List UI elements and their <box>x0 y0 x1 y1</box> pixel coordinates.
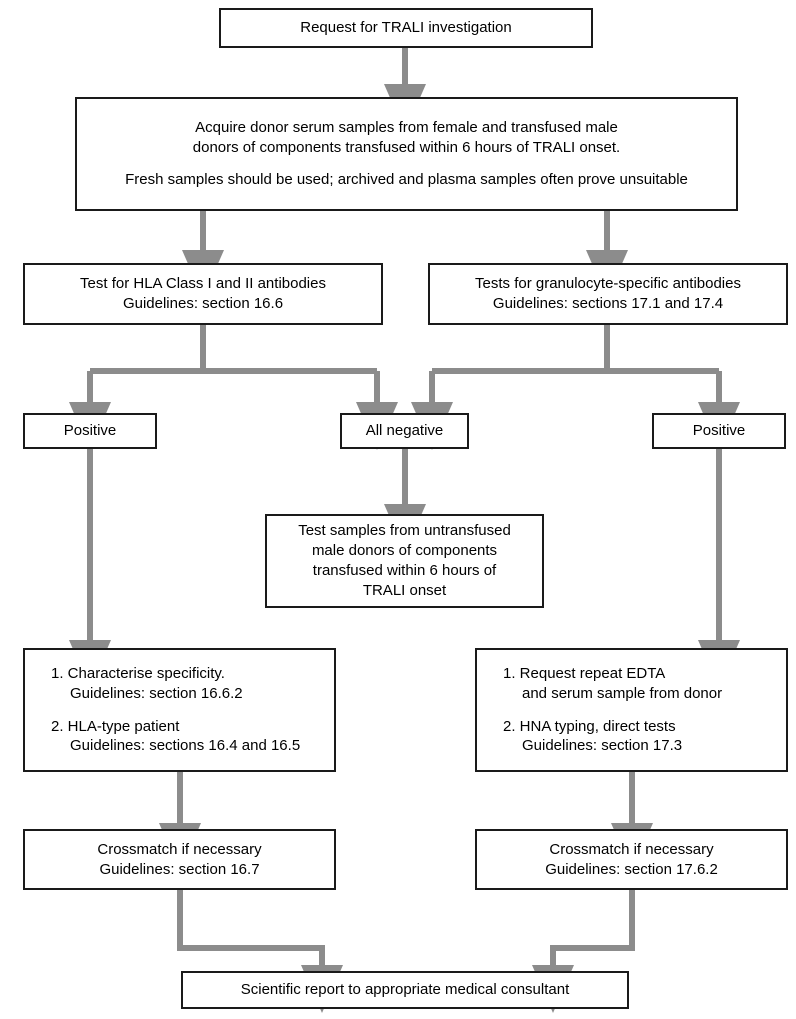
node-granulocyte-actions-item1-sub: and serum sample from donor <box>522 684 723 702</box>
node-report-label: Scientific report to appropriate medical… <box>240 981 570 999</box>
node-granulocyte-actions-item1-text: 1. Request repeat EDTA <box>503 664 666 682</box>
node-all-negative[interactable]: All negative <box>340 413 469 449</box>
node-request-for-trali-investigation[interactable]: Request for TRALI investigation <box>219 8 593 48</box>
node-granulocyte-actions-item2-text: 2. HNA typing, direct tests <box>503 717 676 735</box>
node-crossmatch-left-line1: Crossmatch if necessary <box>97 840 262 858</box>
node-crossmatch-right-line1: Crossmatch if necessary <box>549 840 714 858</box>
node-granulocyte-test-line1: Tests for granulocyte-specific antibodie… <box>475 275 741 293</box>
node-request-line1: Request for TRALI investigation <box>300 19 512 37</box>
node-hla-actions-item2-text: 2. HLA-type patient <box>51 717 180 735</box>
node-granulocyte-actions-item2: 2. HNA typing, direct tests Guidelines: … <box>503 717 682 757</box>
node-hla-test-line2: Guidelines: section 16.6 <box>122 295 284 312</box>
connector-crossmatch-right-to-report <box>532 890 635 1013</box>
node-hla-actions-item1-text: 1. Characterise specificity. <box>51 664 225 682</box>
node-hla-actions-item2-sub: Guidelines: sections 16.4 and 16.5 <box>70 737 301 755</box>
node-granulocyte-actions-item1: 1. Request repeat EDTA and serum sample … <box>503 664 722 704</box>
node-hla-actions[interactable]: 1. Characterise specificity. Guidelines:… <box>23 648 336 772</box>
node-test-samples-untransfused-male-donors[interactable]: Test samples from untransfused male dono… <box>265 514 544 608</box>
node-tests-granulocyte-specific-antibodies[interactable]: Tests for granulocyte-specific antibodie… <box>428 263 788 325</box>
node-acquire-line3: Fresh samples should be used; archived a… <box>125 171 688 189</box>
node-untransfused-line3: transfused within 6 hours of <box>312 562 497 579</box>
node-acquire-line2: donors of components transfused within 6… <box>192 138 621 156</box>
node-scientific-report[interactable]: Scientific report to appropriate medical… <box>181 971 629 1009</box>
node-untransfused-line4: TRALI onset <box>362 581 447 599</box>
node-test-hla-class-i-and-ii-antibodies[interactable]: Test for HLA Class I and II antibodies G… <box>23 263 383 325</box>
node-positive-left[interactable]: Positive <box>23 413 157 449</box>
node-all-negative-label: All negative <box>365 422 444 440</box>
node-positive-left-label: Positive <box>63 422 117 440</box>
node-hla-actions-item2: 2. HLA-type patient Guidelines: sections… <box>51 717 300 757</box>
node-granulocyte-actions[interactable]: 1. Request repeat EDTA and serum sample … <box>475 648 788 772</box>
node-acquire-donor-serum-samples[interactable]: Acquire donor serum samples from female … <box>75 97 738 211</box>
node-positive-right[interactable]: Positive <box>652 413 786 449</box>
node-hla-test-line1: Test for HLA Class I and II antibodies <box>80 275 326 293</box>
node-crossmatch-right[interactable]: Crossmatch if necessary Guidelines: sect… <box>475 829 788 890</box>
node-untransfused-line2: male donors of components <box>311 542 498 560</box>
node-crossmatch-right-line2: Guidelines: section 17.6.2 <box>545 860 718 878</box>
connector-crossmatch-left-to-report <box>177 890 343 1013</box>
node-hla-actions-item1-sub: Guidelines: section 16.6.2 <box>70 684 243 702</box>
node-crossmatch-left-line2: Guidelines: section 16.7 <box>99 860 260 878</box>
node-hla-actions-item1: 1. Characterise specificity. Guidelines:… <box>51 664 243 704</box>
node-positive-right-label: Positive <box>692 422 746 440</box>
node-untransfused-line1: Test samples from untransfused <box>298 522 511 540</box>
node-granulocyte-actions-item2-sub: Guidelines: section 17.3 <box>522 737 683 755</box>
node-crossmatch-left[interactable]: Crossmatch if necessary Guidelines: sect… <box>23 829 336 890</box>
node-granulocyte-test-line2: Guidelines: sections 17.1 and 17.4 <box>492 295 724 312</box>
node-acquire-line1: Acquire donor serum samples from female … <box>195 118 618 136</box>
